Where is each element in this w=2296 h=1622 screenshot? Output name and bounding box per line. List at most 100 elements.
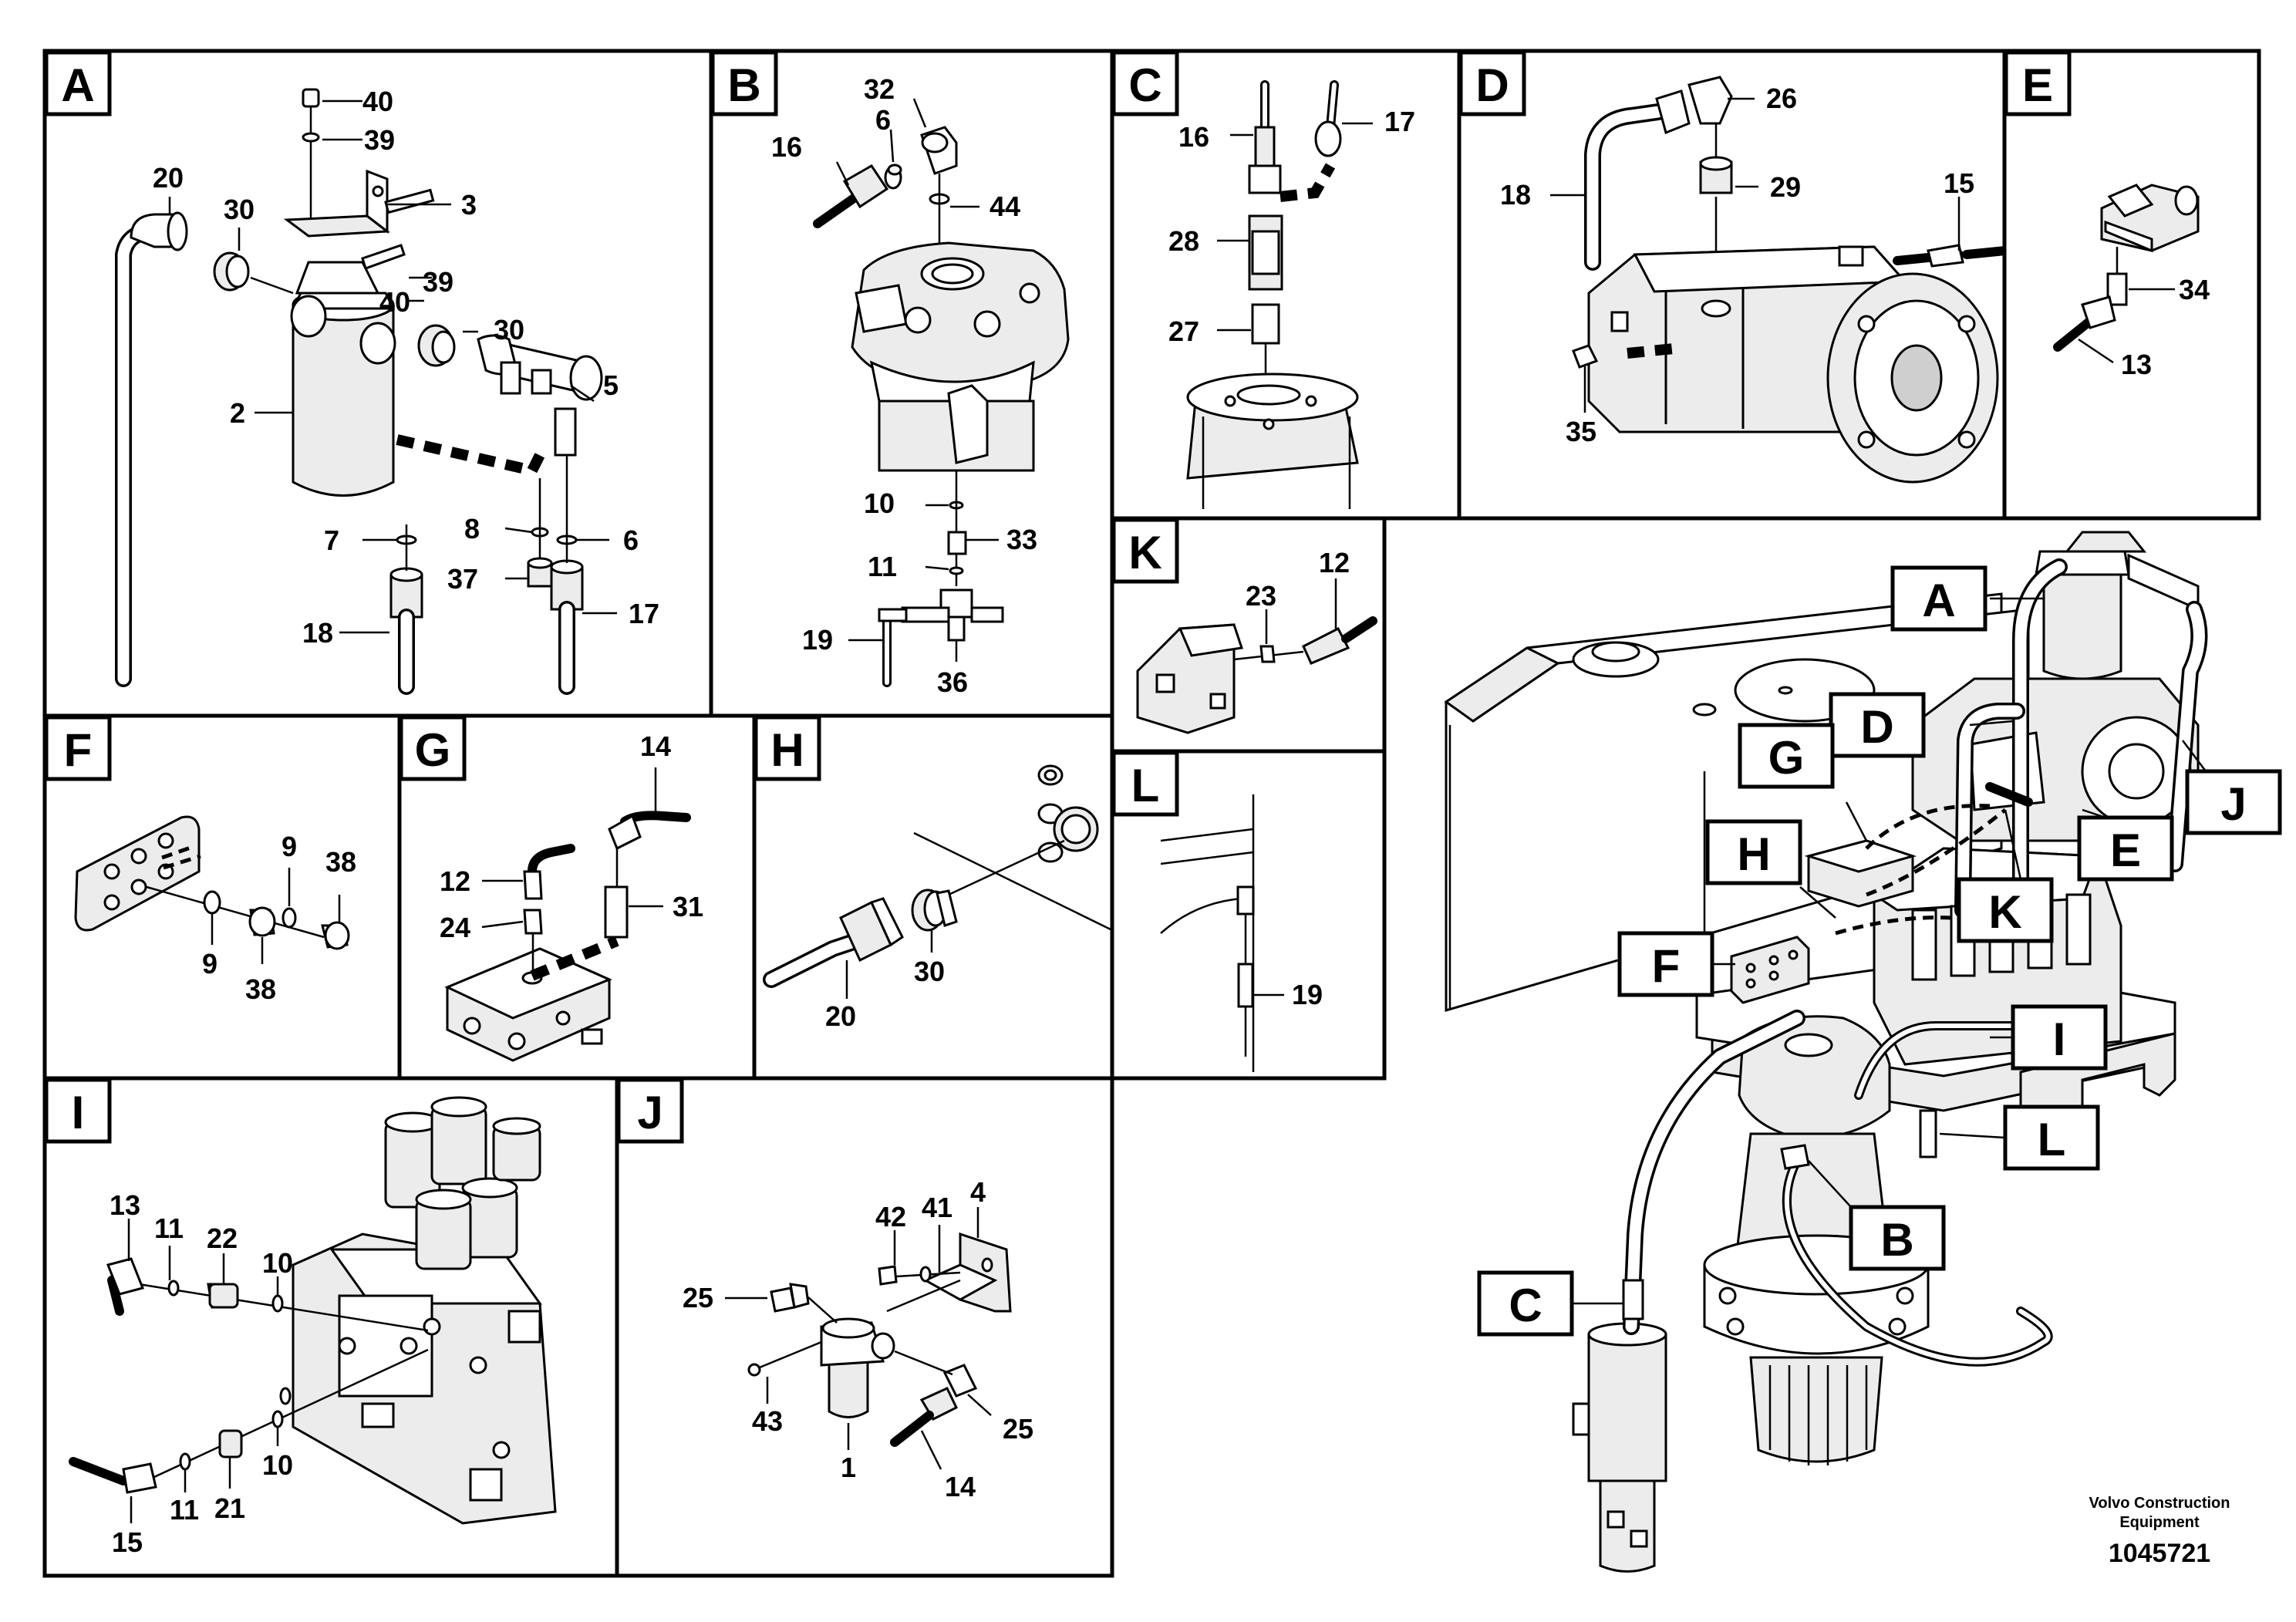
overview-tag-j: J: [2182, 740, 2282, 835]
panel-e-letter: E: [2022, 59, 2053, 111]
callout-a-18: 18: [302, 617, 333, 649]
svg-text:E: E: [2110, 824, 2141, 876]
overview-tag-i: I: [1990, 1004, 2108, 1071]
callout-i-15: 15: [112, 1526, 143, 1558]
callout-j-1: 1: [841, 1452, 856, 1483]
callout-b-44: 44: [990, 191, 1020, 222]
panel-i-tag: [44, 1077, 112, 1144]
callout-i-10: 10: [262, 1247, 293, 1279]
panel-h-letter: H: [770, 724, 804, 776]
svg-text:J: J: [2220, 778, 2246, 830]
panel-k-tag: [1111, 518, 1179, 584]
panel-f-tag: [44, 715, 112, 781]
callout-b-16: 16: [771, 131, 802, 163]
overview-illustration: A D G E J H K: [1444, 531, 2282, 1573]
svg-text:I: I: [2053, 1013, 2066, 1065]
svg-text:H: H: [1737, 828, 1770, 880]
svg-text:D: D: [1860, 701, 1893, 753]
overview-tag-f: F: [1617, 931, 1735, 997]
callout-i-10b: 10: [262, 1449, 293, 1481]
callout-d-18: 18: [1500, 179, 1531, 211]
panel-d-letter: D: [1475, 59, 1509, 111]
brand-line-2: Equipment: [2119, 1514, 2200, 1531]
panel-b-tag: [710, 50, 778, 116]
panel-i-letter: I: [72, 1087, 85, 1138]
overview-tag-k: K: [1957, 809, 2054, 943]
callout-c-17: 17: [1384, 106, 1415, 137]
callout-j-25: 25: [683, 1282, 713, 1313]
panel-d-tag: [1458, 50, 1526, 116]
panel-h-tag: [754, 715, 821, 781]
callout-g-24: 24: [440, 912, 470, 943]
svg-text:A: A: [1922, 575, 1955, 626]
svg-text:G: G: [1768, 732, 1805, 784]
panel-a: A: [42, 49, 713, 718]
callout-f-38b: 38: [245, 973, 276, 1005]
callout-b-6: 6: [875, 104, 891, 136]
callout-b-10: 10: [864, 487, 895, 519]
callout-i-11: 11: [154, 1212, 184, 1244]
title-block: Volvo Construction Equipment 1045721: [2089, 1495, 2230, 1568]
callout-c-28: 28: [1168, 225, 1199, 257]
callout-e-13: 13: [2121, 349, 2152, 380]
svg-text:B: B: [1880, 1214, 1913, 1266]
panel-a-letter: A: [61, 59, 94, 111]
panel-d: D 26 18: [1457, 49, 2010, 521]
panel-k-letter: K: [1128, 527, 1161, 578]
callout-b-11: 11: [868, 551, 897, 582]
panel-b-letter: B: [727, 59, 760, 111]
panel-g-letter: G: [415, 724, 451, 776]
callout-c-27: 27: [1168, 315, 1199, 347]
panel-e: E 34 13: [2002, 49, 2261, 521]
panel-b: B: [709, 49, 1114, 718]
callout-i-21: 21: [214, 1492, 245, 1524]
panel-c-tag: [1111, 50, 1179, 116]
overview-tag-e: E: [2077, 808, 2174, 882]
callout-j-43: 43: [752, 1405, 783, 1437]
overview-tag-a: A: [1890, 565, 2044, 632]
callout-a-6: 6: [623, 524, 639, 556]
callout-d-35: 35: [1566, 416, 1596, 447]
overview-tag-g: G: [1738, 723, 1868, 841]
callout-b-36: 36: [937, 666, 968, 698]
callout-a-8: 8: [464, 513, 480, 545]
panel-e-tag: [2004, 50, 2072, 116]
panel-f: F 9 38 9 38: [42, 713, 402, 1081]
panel-a-tag: [44, 50, 112, 116]
callout-a-39: 39: [364, 124, 395, 156]
svg-text:C: C: [1509, 1280, 1542, 1331]
callout-j-41: 41: [922, 1192, 952, 1223]
callout-j-42: 42: [875, 1201, 906, 1233]
callout-a-20: 20: [153, 162, 184, 194]
callout-b-19: 19: [802, 624, 833, 656]
callout-e-34: 34: [2179, 274, 2210, 305]
callout-i-22: 22: [207, 1222, 238, 1254]
panel-f-letter: F: [64, 724, 93, 776]
panel-j: J 4 42 41: [615, 1076, 1114, 1578]
callout-a-30: 30: [224, 194, 255, 225]
panel-k: K 23 12: [1110, 516, 1387, 754]
overview-tag-c: C: [1477, 1270, 1623, 1337]
svg-text:L: L: [2038, 1114, 2066, 1165]
callout-f-38: 38: [325, 846, 356, 878]
callout-a-3: 3: [461, 189, 477, 221]
callout-g-14: 14: [640, 730, 671, 762]
callout-d-26: 26: [1766, 83, 1797, 114]
callout-a-2: 2: [230, 397, 245, 429]
panel-l: L 19: [1110, 749, 1387, 1081]
panel-g-tag: [399, 715, 467, 781]
callout-f-9b: 9: [202, 948, 217, 980]
callout-g-12: 12: [440, 865, 470, 897]
overview-tag-b: B: [1808, 1160, 1946, 1271]
callout-a-40: 40: [362, 86, 393, 117]
panel-g: G 14 12 24 31: [397, 713, 757, 1081]
callout-g-31: 31: [673, 891, 703, 922]
svg-text:F: F: [1652, 940, 1681, 992]
svg-text:K: K: [1988, 886, 2021, 938]
overview-tag-l: L: [1939, 1104, 2100, 1171]
callout-j-14: 14: [945, 1471, 976, 1502]
drawing-number: 1045721: [2109, 1539, 2210, 1568]
callout-j-4: 4: [970, 1176, 986, 1208]
callout-j-25b: 25: [1003, 1413, 1033, 1445]
